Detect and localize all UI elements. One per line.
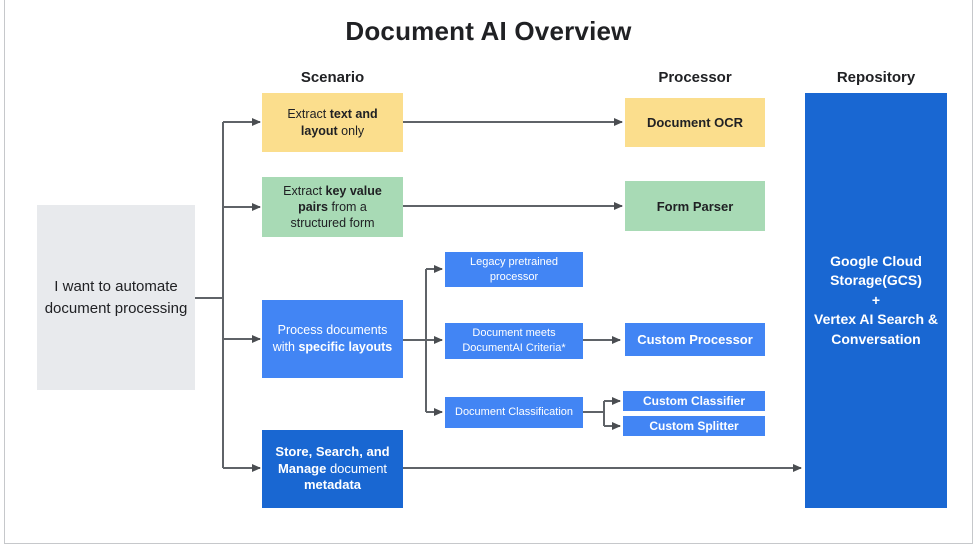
scenario-store-search-manage: Store, Search, and Manage document metad…: [262, 430, 403, 508]
processor-custom-label: Custom Processor: [637, 332, 753, 347]
scenario-extract-text-layout: Extract text and layout only: [262, 93, 403, 152]
scenario-text-pre: Extract: [287, 107, 330, 122]
repository-line2: Vertex AI Search & Conversation: [814, 311, 938, 347]
decision-document-classification: Document Classification: [445, 397, 583, 428]
decision-documentai-criteria: Document meets DocumentAI Criteria*: [445, 323, 583, 359]
repository-line1: Google Cloud Storage(GCS): [830, 252, 922, 289]
scenario-text-post: only: [337, 123, 365, 138]
decision-legacy-pretrained: Legacy pretrained processor: [445, 252, 583, 287]
scenario-kv-post: from a structured form: [290, 199, 375, 231]
start-node: I want to automate document processing: [37, 205, 195, 390]
start-node-label: I want to automate document processing: [44, 277, 188, 317]
column-header-scenario: Scenario: [300, 69, 365, 86]
page-border: [4, 0, 973, 544]
scenario-layouts-line2-bold: specific layouts: [298, 340, 393, 354]
processor-document-ocr: Document OCR: [625, 98, 765, 147]
processor-form-parser: Form Parser: [625, 181, 765, 231]
decision-classification-label: Document Classification: [455, 406, 573, 419]
scenario-specific-layouts: Process documents with specific layouts: [262, 300, 403, 378]
processor-ocr-label: Document OCR: [646, 115, 744, 130]
scenario-extract-key-value: Extract key value pairs from a structure…: [262, 177, 403, 237]
scenario-kv-bold: key value pairs: [298, 183, 382, 214]
repository-plus: +: [871, 291, 881, 308]
processor-custom-processor: Custom Processor: [625, 323, 765, 356]
page-title: Document AI Overview: [345, 16, 632, 46]
scenario-layouts-line2-pre: with: [272, 340, 299, 354]
decision-criteria-label: Document meets DocumentAI Criteria*: [462, 327, 566, 354]
column-header-repository: Repository: [836, 69, 916, 86]
processor-custom-splitter: Custom Splitter: [623, 416, 765, 436]
scenario-layouts-line1: Process documents: [277, 323, 388, 338]
processor-splitter-label: Custom Splitter: [649, 419, 739, 433]
processor-form-parser-label: Form Parser: [656, 198, 734, 214]
repository-node: Google Cloud Storage(GCS) + Vertex AI Se…: [805, 93, 947, 508]
processor-custom-classifier: Custom Classifier: [623, 391, 765, 411]
decision-legacy-label: Legacy pretrained processor: [469, 255, 559, 283]
scenario-store-mid: document: [326, 460, 388, 476]
scenario-kv-pre: Extract: [283, 183, 326, 198]
column-header-processor: Processor: [658, 69, 732, 86]
processor-classifier-label: Custom Classifier: [642, 394, 746, 408]
scenario-store-bold2: metadata: [303, 477, 362, 493]
scenario-text-bold: text and layout: [300, 107, 378, 138]
scenario-store-bold1: Store, Search, and Manage: [275, 443, 390, 476]
